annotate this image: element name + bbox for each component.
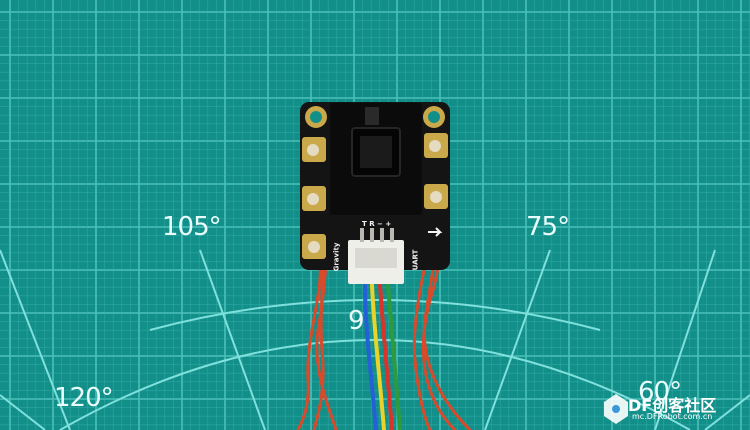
- cable-bundle: [363, 283, 402, 430]
- watermark-brand: DF创客社区: [628, 396, 717, 415]
- watermark: DF创客社区 mc.DFRobot.com.cn: [592, 390, 742, 424]
- gravity-silk-label: Gravity: [332, 242, 341, 272]
- protractor-rays: [0, 249, 750, 430]
- uart-silk-label: UART: [411, 249, 420, 271]
- angle-label-105: 105°: [162, 212, 222, 242]
- sensor-board: [300, 102, 450, 284]
- angle-label-90-partial: 9: [348, 306, 365, 336]
- angle-label-60: 60°: [638, 377, 682, 407]
- direction-arrow-icon: [428, 227, 443, 237]
- angle-label-75: 75°: [526, 212, 570, 242]
- angle-label-120: 120°: [54, 383, 114, 413]
- watermark-url: mc.DFRobot.com.cn: [632, 412, 713, 421]
- watermark-logo-icon: [604, 394, 628, 424]
- connector-pin-labels: T R − +: [362, 220, 392, 228]
